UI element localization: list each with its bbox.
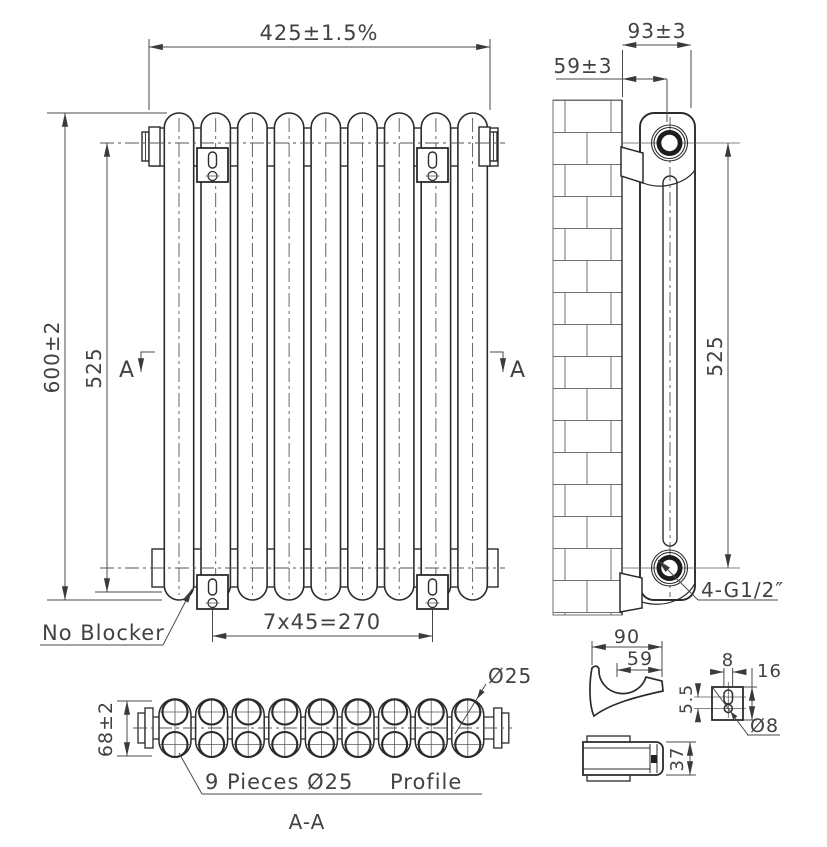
side-center-spacing-dim: 525	[703, 335, 727, 376]
plate-slot-dim: 8	[722, 650, 734, 671]
section-marker-left: A	[119, 358, 135, 383]
wall-to-center-dim: 59±3	[554, 54, 613, 78]
front-end-caps	[141, 126, 498, 167]
no-blocker-label: No Blocker	[42, 621, 165, 645]
bracket-plate-top-left	[196, 147, 229, 183]
clip-width-dim: 37	[667, 747, 688, 772]
tube-diameter-label: Ø25	[488, 664, 532, 688]
connection-thread-label: 4-G1/2″	[701, 578, 784, 602]
hook-offset-dim: 59	[627, 648, 653, 670]
bracket-plate-bottom-left	[196, 574, 229, 610]
front-wall-bracket-plates	[196, 147, 449, 610]
bracket-plate-top-right	[416, 147, 449, 183]
bottom-port	[650, 549, 689, 587]
hook-bracket-detail: 90 59	[589, 626, 664, 718]
section-tubes	[161, 698, 482, 759]
side-depth-dim: 93±3	[628, 19, 687, 43]
section-dimensions: 68±2 Ø25 9 Pieces Ø25 Profile A-A	[95, 664, 532, 834]
plate-size-dim: 16	[757, 661, 782, 682]
section-height-dim: 68±2	[95, 701, 117, 757]
hook-length-dim: 90	[614, 626, 640, 648]
top-port	[650, 124, 689, 162]
pieces-label: 9 Pieces Ø25	[205, 770, 353, 794]
front-height-dim: 600±2	[40, 321, 64, 394]
front-center-spacing-dim: 525	[82, 347, 106, 388]
side-wall-hooks	[619, 146, 696, 613]
wall	[552, 99, 623, 616]
bracket-details: 90 59 37	[582, 626, 782, 782]
front-view: 425±1.5% 600±2 525 A A 7x45=270 No Block…	[40, 21, 526, 646]
side-dimensions: 93±3 59±3 525 4-G1/2″	[554, 19, 784, 602]
front-columns	[163, 112, 489, 601]
plate-bracket-detail: 8 16 5.5 Ø8	[677, 650, 782, 737]
front-width-dim: 425±1.5%	[259, 21, 378, 45]
section-marker-right: A	[510, 358, 526, 383]
section-aa-view: 68±2 Ø25 9 Pieces Ø25 Profile A-A	[95, 664, 532, 834]
profile-label: Profile	[390, 770, 462, 794]
plate-hole-offset-dim: 5.5	[677, 684, 697, 714]
side-view: 93±3 59±3 525 4-G1/2″	[552, 19, 784, 616]
bracket-spacing-dim: 7x45=270	[263, 610, 381, 634]
plate-hole-dia-label: Ø8	[750, 715, 779, 737]
front-dimensions: 425±1.5% 600±2 525 A A 7x45=270 No Block…	[40, 21, 526, 646]
section-title: A-A	[289, 810, 326, 834]
bracket-plate-bottom-right	[416, 574, 449, 610]
section-crosses	[160, 698, 483, 758]
front-centerlines	[100, 118, 505, 595]
clip-bracket-detail: 37	[582, 735, 696, 782]
